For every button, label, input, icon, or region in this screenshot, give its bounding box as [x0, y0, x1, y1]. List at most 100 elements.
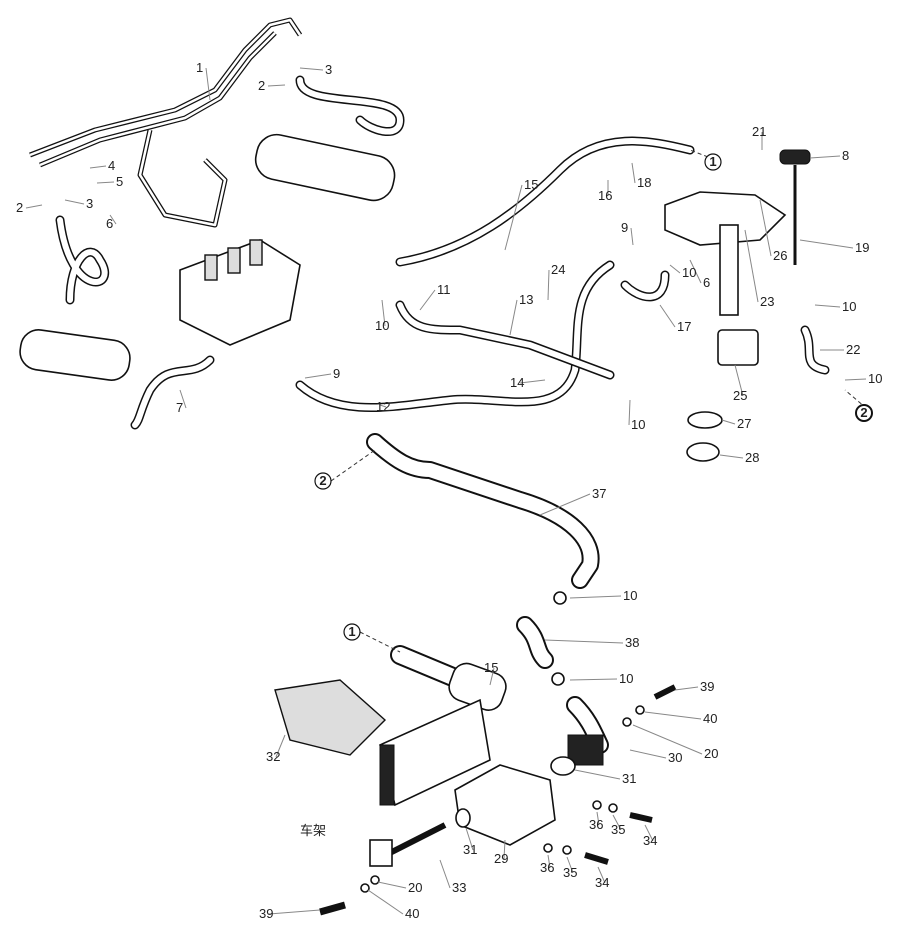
reference-circle: [855, 404, 873, 422]
part-label-29: 29: [494, 851, 508, 866]
part-label-32: 32: [266, 749, 280, 764]
part-label-36: 36: [589, 817, 603, 832]
part-label-3: 3: [325, 62, 332, 77]
part-label-1: 1: [196, 60, 203, 75]
part-label-40: 40: [703, 711, 717, 726]
leader-line: [674, 686, 699, 691]
part-label-6: 6: [703, 275, 710, 290]
reference-circle: [314, 472, 332, 490]
leader-line: [299, 67, 324, 71]
leader-line: [759, 199, 772, 257]
reference-circle-label-1: 1: [709, 154, 716, 169]
part-label-39: 39: [259, 906, 273, 921]
part-label-10: 10: [619, 671, 633, 686]
leader-line: [109, 214, 117, 225]
part-label-8: 8: [842, 148, 849, 163]
part-label-20: 20: [408, 880, 422, 895]
part-label-37: 37: [592, 486, 606, 501]
leader-line: [419, 289, 436, 311]
part-label-22: 22: [846, 342, 860, 357]
leader-line: [377, 881, 407, 889]
part-label-31: 31: [463, 842, 477, 857]
hydraulic-hoses: [55, 75, 405, 430]
part-label-21: 21: [752, 124, 766, 139]
reference-circle: [704, 153, 722, 171]
fuel-tank-fitting: [664, 149, 811, 462]
part-label-10: 10: [682, 265, 696, 280]
leader-line: [689, 149, 722, 163]
control-valve: [179, 239, 301, 346]
part-label-35: 35: [563, 865, 577, 880]
leader-line: [64, 199, 85, 205]
part-label-34: 34: [643, 833, 657, 848]
frame-label: 车架: [300, 823, 326, 839]
part-label-11: 11: [437, 282, 451, 297]
leader-line: [574, 769, 621, 780]
leader-lines: [25, 67, 873, 915]
leader-line: [844, 378, 867, 381]
part-label-28: 28: [745, 450, 759, 465]
part-label-39: 39: [700, 679, 714, 694]
leader-line: [25, 204, 43, 209]
part-label-20: 20: [704, 746, 718, 761]
leader-line: [566, 856, 574, 874]
part-label-33: 33: [452, 880, 466, 895]
part-label-16: 16: [598, 188, 612, 203]
leader-line: [275, 734, 286, 758]
part-label-26: 26: [773, 248, 787, 263]
part-label-30: 30: [668, 750, 682, 765]
leader-line: [367, 889, 404, 915]
part-label-23: 23: [760, 294, 774, 309]
leader-line: [814, 304, 841, 308]
reference-circle-label-1: 1: [348, 624, 355, 639]
leader-line: [644, 824, 654, 842]
part-label-24: 24: [551, 262, 565, 277]
leader-line: [381, 299, 386, 327]
leader-line: [721, 419, 736, 425]
part-label-4: 4: [108, 158, 115, 173]
part-label-38: 38: [625, 635, 639, 650]
leader-line: [96, 181, 115, 184]
part-drawings: [19, 17, 830, 916]
leader-line: [205, 67, 211, 101]
part-label-10: 10: [842, 299, 856, 314]
part-label-13: 13: [519, 292, 533, 307]
reference-circle-label-2: 2: [860, 405, 867, 420]
leader-line: [569, 678, 618, 681]
part-label-10: 10: [631, 417, 645, 432]
leader-line: [659, 304, 676, 328]
leader-line: [268, 909, 321, 915]
leader-line: [630, 227, 634, 246]
part-label-14: 14: [510, 375, 524, 390]
leader-line: [489, 667, 495, 686]
leader-line: [465, 827, 474, 851]
part-label-40: 40: [405, 906, 419, 921]
leader-line: [734, 364, 744, 397]
leader-line: [799, 239, 854, 249]
part-label-3: 3: [86, 196, 93, 211]
part-label-10: 10: [623, 588, 637, 603]
leader-line: [689, 259, 702, 284]
leader-line: [644, 711, 702, 720]
part-label-2: 2: [258, 78, 265, 93]
part-label-17: 17: [677, 319, 691, 334]
part-label-5: 5: [116, 174, 123, 189]
part-label-25: 25: [733, 388, 747, 403]
part-label-12: 12: [376, 399, 390, 414]
reference-circle-label-2: 2: [319, 473, 326, 488]
leader-line: [669, 264, 681, 274]
leader-line: [509, 299, 518, 336]
leader-line: [439, 859, 451, 889]
exhaust-pipe-37: [366, 433, 609, 754]
leader-line: [519, 379, 546, 384]
leader-line: [504, 184, 523, 251]
leader-line: [597, 866, 606, 884]
leader-line: [330, 449, 376, 482]
part-label-2: 2: [16, 200, 23, 215]
leader-line: [569, 595, 622, 599]
leader-line: [629, 749, 667, 759]
part-label-10: 10: [375, 318, 389, 333]
